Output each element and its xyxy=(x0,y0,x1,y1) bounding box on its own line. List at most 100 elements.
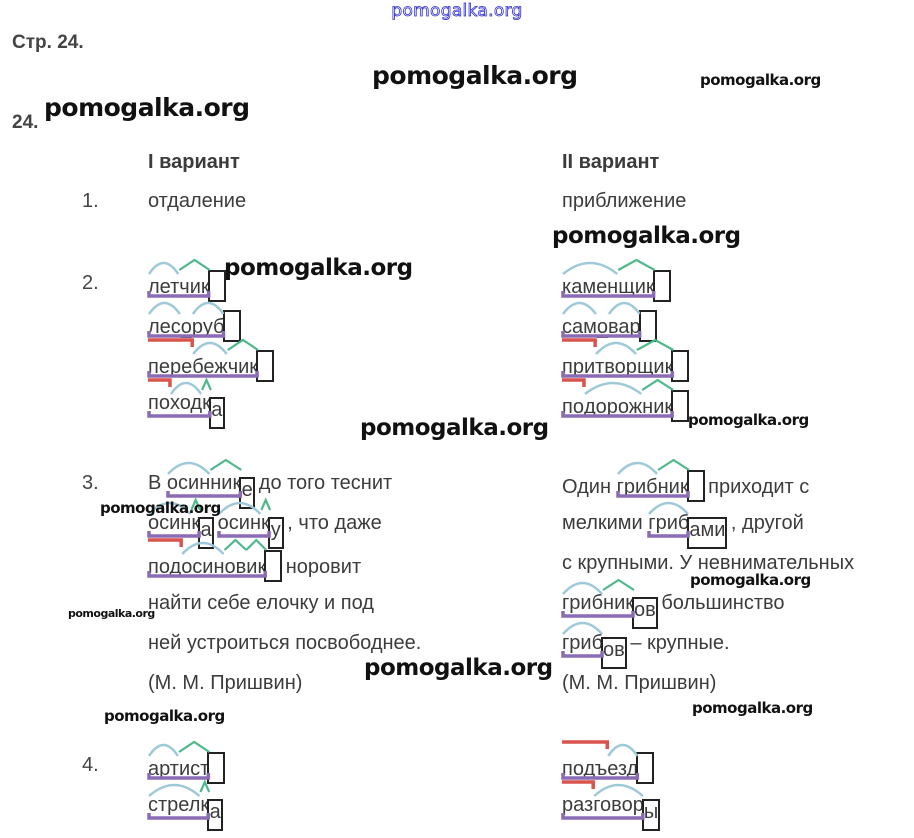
site-header-watermark: pomogalka.org xyxy=(391,1,523,22)
morpheme-word: подъезд xyxy=(561,740,655,784)
watermark: pomogalka.org xyxy=(692,699,813,717)
ending-box xyxy=(207,752,226,784)
root-arc xyxy=(584,381,642,395)
suffix-morpheme: щик xyxy=(636,356,674,378)
sentence-text: норовит xyxy=(280,556,362,578)
root-morpheme: сам xyxy=(562,316,597,338)
morpheme-word: подорожник xyxy=(561,378,690,422)
watermark: pomogalka.org xyxy=(700,71,821,89)
answer-word: отдаление xyxy=(148,190,247,212)
prefix-mark xyxy=(148,378,172,387)
root-arc xyxy=(616,461,658,475)
suffix-morpheme: ист xyxy=(178,758,210,780)
root-morpheme: лет xyxy=(148,276,180,298)
morpheme-word: притворщик xyxy=(561,338,690,382)
sentence-text: , что даже xyxy=(281,512,382,534)
morpheme-word: летчик xyxy=(147,258,226,302)
prefix-mark xyxy=(562,780,595,789)
suffix-morpheme: к xyxy=(191,512,201,534)
sentence-text: найти себе елочку и под xyxy=(148,592,374,614)
sentence-text: (М. М. Пришвин) xyxy=(148,672,303,694)
morpheme-word: подосиновик xyxy=(147,538,283,582)
prefix-morpheme: подъ xyxy=(562,758,608,780)
item-number: 2. xyxy=(82,272,99,294)
text-line: стрелка xyxy=(147,779,224,831)
morpheme-word: разговоры xyxy=(561,780,661,831)
text-line: артист xyxy=(147,740,226,784)
ending-box xyxy=(256,350,275,382)
ending-box xyxy=(264,550,283,582)
connecting-vowel: о xyxy=(180,316,192,338)
suffix-morpheme: чик xyxy=(179,276,210,298)
ending-box xyxy=(652,270,671,302)
watermark: pomogalka.org xyxy=(552,223,741,249)
root-arc xyxy=(595,341,637,355)
text-line: подорожник xyxy=(561,378,690,422)
ending-box: ами xyxy=(687,517,728,549)
text-line: с крупными. У невнимательных xyxy=(562,552,854,575)
sentence-text: – крупные. xyxy=(624,632,730,654)
text-line: притворщик xyxy=(561,338,690,382)
prefix-mark xyxy=(562,740,609,749)
root-morpheme: осин xyxy=(148,512,192,534)
ending-box xyxy=(636,752,655,784)
morpheme-word: каменщик xyxy=(561,258,671,302)
text-line: разговоры xyxy=(561,780,661,831)
text-line: осинка осинку , что даже xyxy=(147,497,382,549)
suffix-caret xyxy=(641,378,674,391)
suffix-morpheme: к xyxy=(202,392,211,414)
suffix-caret xyxy=(636,338,674,351)
ending-box: ы xyxy=(641,799,661,831)
prefix-morpheme: по xyxy=(148,392,170,414)
suffix-caret xyxy=(199,779,211,793)
text-line: найти себе елочку и под xyxy=(148,592,374,615)
root-morpheme: стрел xyxy=(148,794,201,816)
suffix-morpheme: ник xyxy=(642,396,674,418)
suffix-morpheme: к xyxy=(200,794,210,816)
root-morpheme: осин xyxy=(181,556,225,578)
suffix-caret xyxy=(178,258,211,271)
watermark: pomogalka.org xyxy=(372,61,578,90)
morpheme-word: грибник xyxy=(615,458,705,502)
prefix-mark xyxy=(562,378,586,387)
prefix-mark xyxy=(562,338,597,347)
suffix-caret xyxy=(201,377,212,391)
root-morpheme: ход xyxy=(169,392,203,414)
sentence-text: большинство xyxy=(655,592,785,614)
morpheme-word: самовар xyxy=(561,301,657,342)
root-morpheme: камен xyxy=(562,276,619,298)
watermark: pomogalka.org xyxy=(104,707,225,725)
prefix-morpheme: раз xyxy=(562,794,594,816)
root-morpheme: арт xyxy=(148,758,179,780)
text-line: приближение xyxy=(562,190,686,213)
morpheme-word: лесоруб xyxy=(147,301,241,342)
sentence-text: до того теснит xyxy=(253,472,393,494)
prefix-morpheme: по xyxy=(562,396,584,418)
watermark: pomogalka.org xyxy=(364,655,553,681)
morpheme-word: походка xyxy=(147,377,225,429)
text-line: ней устроиться посвободнее. xyxy=(148,632,421,655)
suffix-caret xyxy=(657,458,690,471)
sentence-text: мелкими xyxy=(562,512,649,534)
root-morpheme: гриб xyxy=(616,476,658,498)
suffix-morpheme: к xyxy=(261,512,270,534)
prefix-morpheme: пере xyxy=(148,356,193,378)
variant-1-header: I вариант xyxy=(148,151,240,173)
ending-box xyxy=(671,390,690,422)
text-line: отдаление xyxy=(148,190,246,213)
root-morpheme: лес xyxy=(148,316,181,338)
variant-2-header: II вариант xyxy=(562,151,660,173)
root-arc xyxy=(147,301,181,315)
root-arc xyxy=(607,743,639,757)
suffix-morpheme: чик xyxy=(227,356,259,378)
suffix-caret xyxy=(178,740,210,753)
root-morpheme: осин xyxy=(166,472,211,494)
morpheme-word: осинку xyxy=(216,497,284,549)
watermark: pomogalka.org xyxy=(360,415,549,441)
text-line: (М. М. Пришвин) xyxy=(562,672,716,695)
text-line: походка xyxy=(147,377,225,429)
text-line: мелкими грибами , другой xyxy=(562,501,804,549)
watermark: pomogalka.org xyxy=(690,571,811,589)
watermark: pomogalka.org xyxy=(44,93,250,122)
text-line: грибов – крупные. xyxy=(561,621,730,669)
